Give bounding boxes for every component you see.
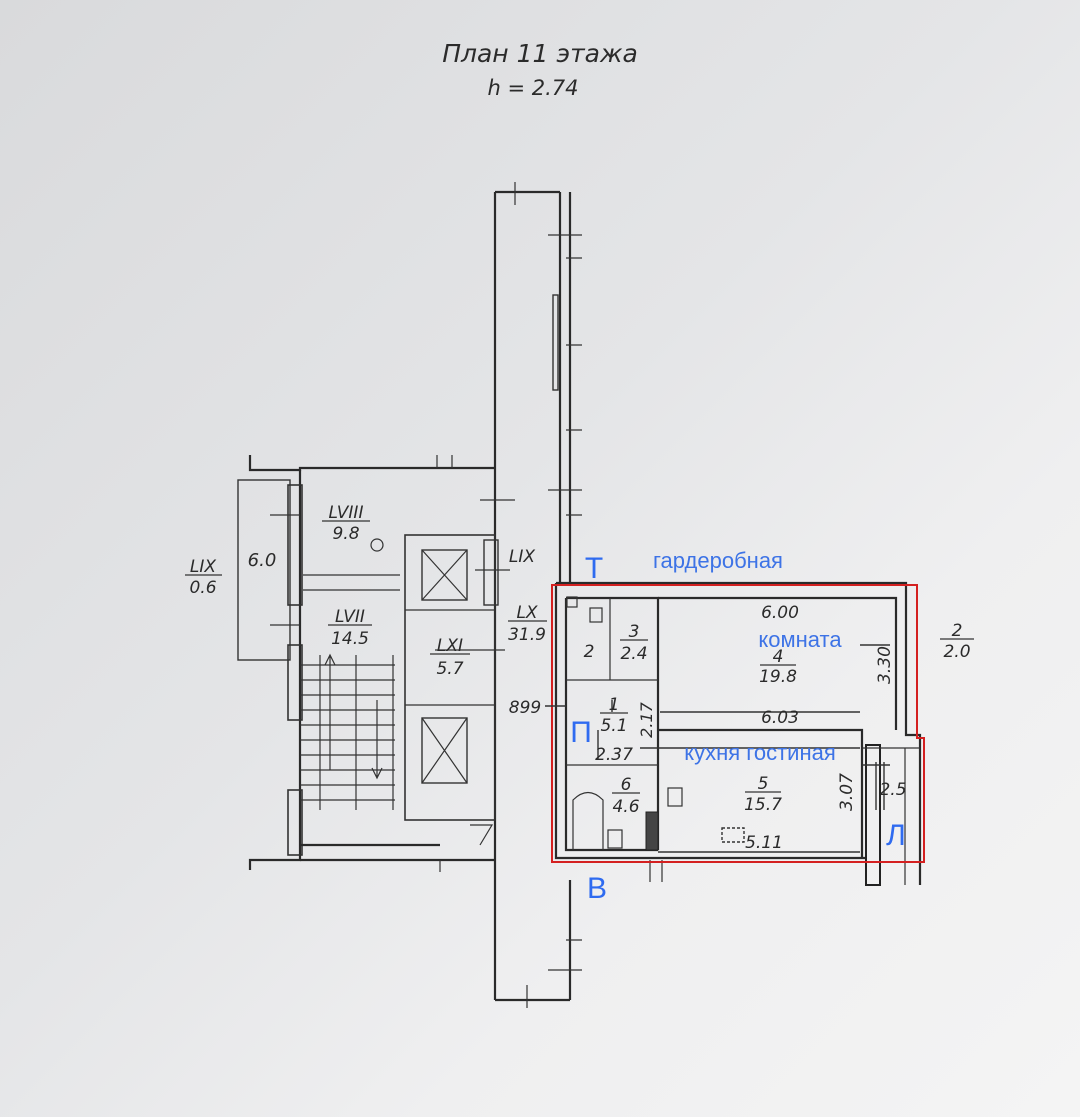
annotation-room: комната	[758, 627, 842, 652]
balcony-label: 2 2.0	[940, 621, 974, 662]
apartment-walls	[439, 581, 922, 886]
annotation-mark-l: Л	[886, 819, 906, 852]
lvii-label: LVII 14.5	[328, 607, 372, 649]
balcony-number: 2	[952, 621, 963, 641]
annotation-kitchen-living: кухня гостиная	[684, 740, 836, 765]
room-1-area: 5.1	[600, 716, 627, 736]
lviii-area: 9.8	[332, 524, 359, 544]
plan-title: План 11 этажа	[442, 39, 638, 68]
annotation-mark-t: Т	[585, 552, 603, 585]
dimension-lines	[545, 644, 890, 853]
lx-area: 31.9	[508, 625, 546, 645]
room-2-number: 2	[584, 642, 595, 662]
six-zero-label: 6.0	[248, 550, 277, 571]
room-3-label: 3 2.4	[620, 622, 648, 664]
lxi-label: LXI 5.7	[430, 636, 470, 679]
room-4-area: 19.8	[759, 667, 797, 687]
dim-kitchen-height: 3.07	[837, 773, 857, 811]
room-6-number: 6	[621, 775, 632, 795]
room-1-label: 1 5.1	[600, 695, 628, 736]
room-6-area: 4.6	[612, 797, 639, 817]
lxi-number: LXI	[437, 636, 463, 656]
vertical-corridor	[493, 182, 582, 1008]
plan-height: h = 2.74	[487, 76, 578, 100]
dim-room-height: 3.30	[875, 646, 895, 684]
lix-left-number: LIX	[190, 557, 216, 577]
room-5-label: 5 15.7	[744, 774, 782, 815]
dim-hall: 2.37	[595, 745, 633, 765]
lix-left-label: LIX 0.6	[185, 557, 222, 598]
room-4-label: 4 19.8	[759, 647, 797, 687]
dim-mid-width: 6.03	[761, 708, 799, 728]
lix-left-area: 0.6	[189, 578, 216, 598]
lviii-label: LVIII 9.8	[322, 503, 370, 544]
dim-corridor: 2.17	[637, 701, 656, 737]
annotation-mark-v: В	[587, 872, 607, 905]
common-area-block	[237, 455, 515, 870]
room-3-area: 2.4	[620, 644, 647, 664]
room-6-label: 6 4.6	[612, 775, 640, 817]
room-3-number: 3	[629, 622, 640, 642]
room-4-number: 4	[773, 647, 784, 667]
lx-label: LX 31.9	[508, 603, 547, 645]
apartment-highlight	[551, 584, 925, 863]
annotation-mark-p: П	[570, 716, 592, 749]
dim-door-code: 899	[509, 698, 541, 718]
dim-loggia: 2.5	[879, 780, 906, 800]
annotation-wardrobe: гардеробная	[653, 548, 783, 573]
stair-treads	[300, 653, 395, 810]
lix-label: LIX	[509, 547, 535, 567]
lvii-area: 14.5	[331, 629, 369, 649]
room-5-number: 5	[758, 774, 769, 794]
dim-room-width: 6.00	[761, 603, 799, 623]
dim-bottom-width: 5.11	[745, 833, 783, 853]
room-1-number: 1	[609, 695, 620, 715]
lviii-number: LVIII	[329, 503, 364, 523]
lxi-area: 5.7	[436, 659, 463, 679]
room-5-area: 15.7	[744, 795, 782, 815]
balcony-area: 2.0	[943, 642, 970, 662]
lvii-number: LVII	[335, 607, 365, 627]
lx-number: LX	[516, 603, 537, 623]
